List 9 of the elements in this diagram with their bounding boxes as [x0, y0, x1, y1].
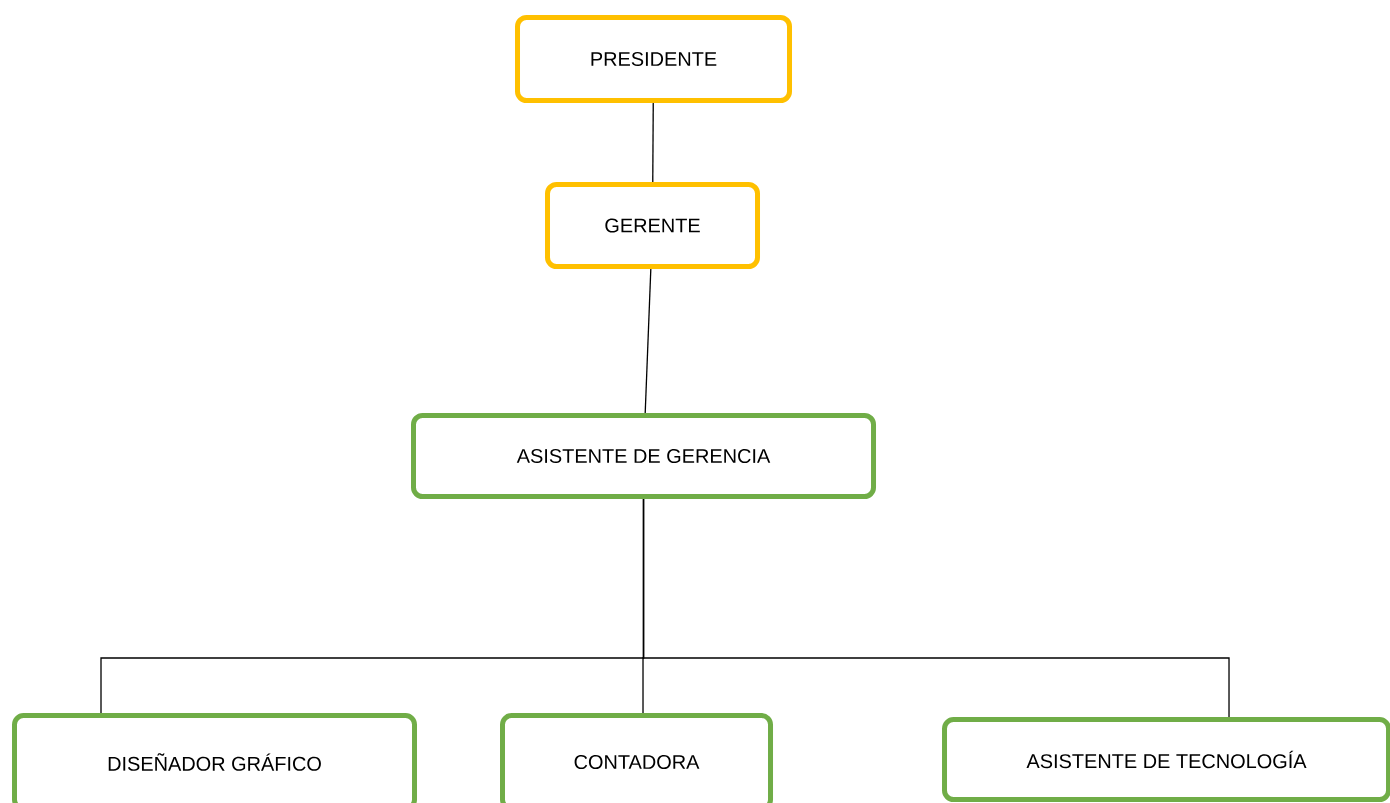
position-box: CONTADORA [500, 713, 773, 803]
connector-line [642, 498, 1230, 718]
position-box: PRESIDENTE [515, 15, 792, 103]
position-box: DISEÑADOR GRÁFICO [12, 713, 417, 803]
position-box: GERENTE [545, 182, 760, 269]
connector-line [652, 102, 654, 183]
connector-line [644, 268, 652, 414]
position-box: ASISTENTE DE TECNOLOGÍA [942, 717, 1390, 802]
position-box: ASISTENTE DE GERENCIA [411, 413, 876, 499]
